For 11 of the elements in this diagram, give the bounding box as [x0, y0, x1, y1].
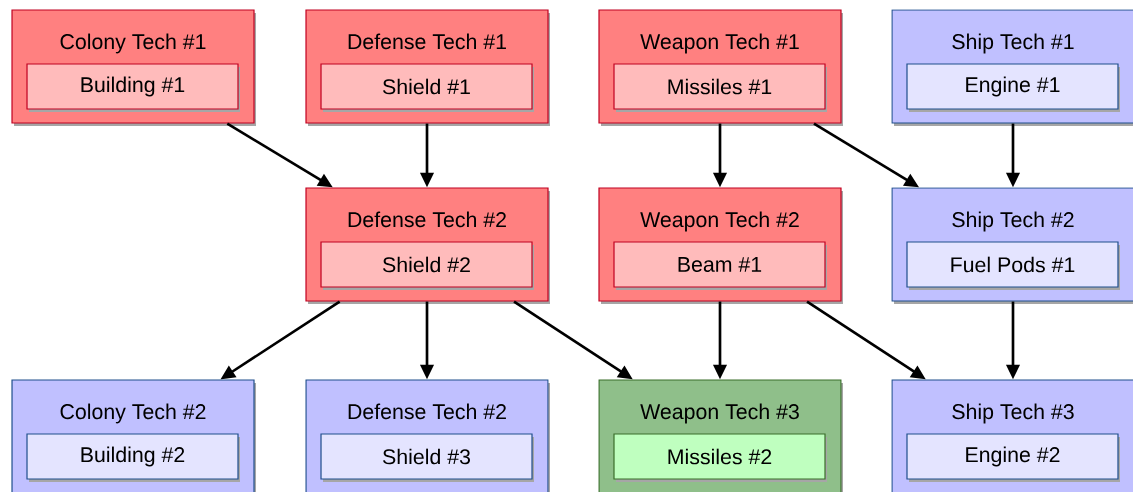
item-box: Shield #3	[320, 433, 534, 482]
item-box: Missiles #2	[613, 433, 827, 482]
item-box: Beam #1	[613, 241, 827, 290]
item-box: Missiles #1	[613, 63, 827, 112]
item-box: Engine #1	[906, 63, 1120, 112]
item-box: Building #2	[26, 433, 240, 482]
item-box: Shield #2	[320, 241, 534, 290]
item-box: Fuel Pods #1	[906, 241, 1120, 290]
item-box: Engine #2	[906, 433, 1120, 482]
item-box: Building #1	[26, 63, 240, 112]
item-box: Shield #1	[320, 63, 534, 112]
